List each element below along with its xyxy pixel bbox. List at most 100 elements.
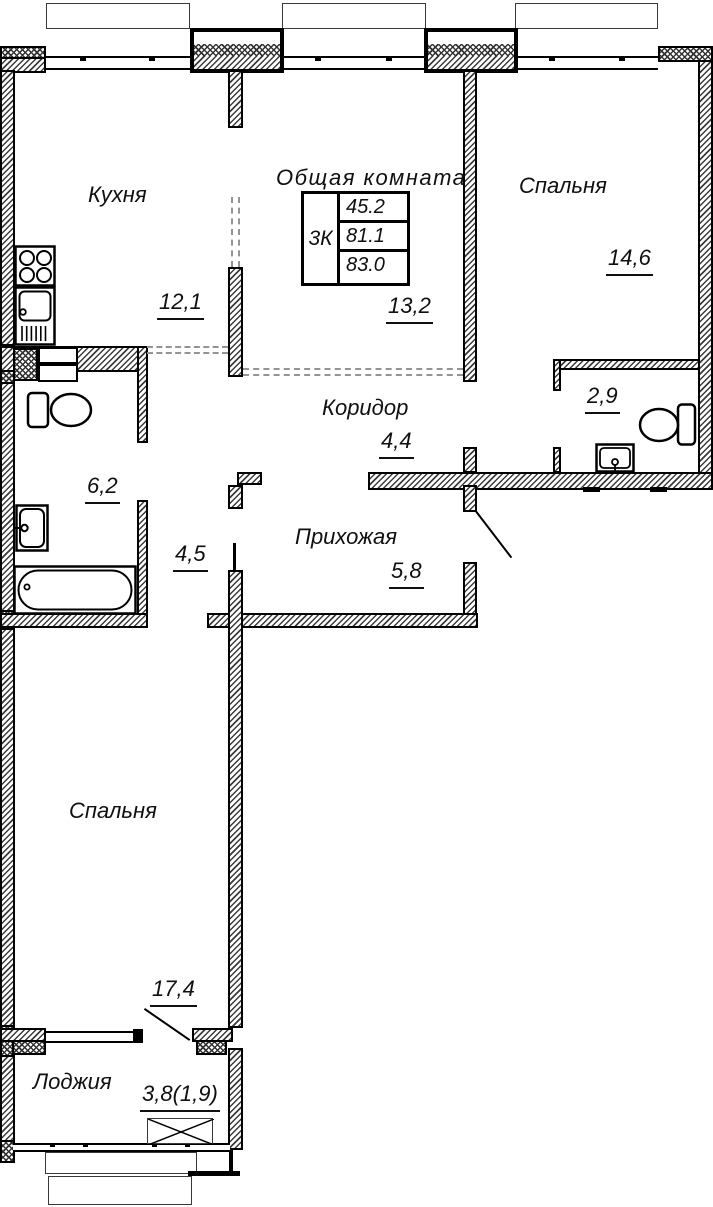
wall-loggia-right <box>228 1048 243 1150</box>
room-area-bedroom-top: 14,6 <box>606 245 653 276</box>
toilet-icon <box>26 386 96 434</box>
legend-apartment-type: 3К <box>308 226 333 250</box>
room-label-bedroom-top: Спальня <box>519 173 607 198</box>
stove-icon <box>14 245 56 287</box>
loggia-edge-line <box>188 1171 240 1176</box>
room-area-living: 13,2 <box>386 293 433 324</box>
wall-kitchen-divider-top <box>228 70 243 128</box>
open-boundary-kitchen-vertical <box>231 197 233 267</box>
wall-top-left-corner-hatch <box>0 57 46 73</box>
window-mullion <box>386 56 392 61</box>
vent-duct-box <box>38 347 78 364</box>
window-sill-kitchen <box>46 3 190 29</box>
legend-divider <box>337 194 340 283</box>
wall-bathroom-right-lower <box>137 500 148 615</box>
room-label-living: Общая комната <box>276 165 467 190</box>
loggia-edge-line-v <box>229 1150 233 1173</box>
room-area-corridor: 4,4 <box>379 428 414 459</box>
entrance-door-swing <box>475 511 513 559</box>
window-loggia-divider <box>46 1031 134 1043</box>
wall-loggia-divider-right-x <box>196 1040 227 1055</box>
window-living <box>284 56 424 70</box>
loggia-outer-sill <box>45 1152 197 1174</box>
window-loggia-glazing <box>13 1143 230 1152</box>
legend-living-area: 45.2 <box>346 195 385 218</box>
wall-living-bedroom <box>463 70 477 382</box>
window-mullion <box>83 1143 88 1147</box>
wall-stub-bedroom-door <box>463 447 477 473</box>
wall-wc-top <box>553 359 700 370</box>
balcony-door-frame <box>133 1029 143 1043</box>
window-mullion <box>185 1143 190 1147</box>
wall-entry-stub-top <box>463 485 477 512</box>
hall-door-leaf <box>233 543 236 571</box>
legend-table: 3К 45.2 81.1 83.0 <box>301 191 410 286</box>
bathroom-sink-icon <box>15 504 49 552</box>
window-sill-bedroom <box>515 3 658 29</box>
open-boundary-living <box>243 374 463 376</box>
wall-bathroom-right-upper <box>137 346 148 443</box>
loggia-outer-box <box>48 1176 192 1205</box>
window-kitchen <box>46 56 190 70</box>
room-label-loggia: Лоджия <box>33 1069 112 1094</box>
room-label-corridor: Коридор <box>322 395 409 420</box>
legend-total-area: 83.0 <box>346 253 385 276</box>
wall-corridor-stub-v <box>228 485 243 509</box>
wall-pier-1 <box>190 28 284 73</box>
wall-wc-left-upper <box>553 359 561 391</box>
window-mullion <box>149 56 155 61</box>
window-mullion <box>619 56 625 61</box>
wall-entry-stub-bottom <box>463 562 477 615</box>
legend-divider <box>340 220 407 223</box>
bathtub-icon <box>13 565 137 615</box>
window-mullion <box>80 56 86 61</box>
balcony-door-swing <box>143 1008 191 1041</box>
wall-top-right-corner <box>658 46 713 62</box>
wall-loggia-divider-left-x <box>12 1040 46 1055</box>
room-area-bedroom-bottom: 17,4 <box>150 976 197 1007</box>
wall-right-exterior <box>698 60 713 490</box>
room-area-hall: 4,5 <box>173 541 208 572</box>
room-area-loggia: 3,8(1,9) <box>140 1081 220 1112</box>
open-boundary-kitchen-vertical <box>238 197 240 267</box>
window-mullion <box>315 56 321 61</box>
pier-crosshatch <box>428 44 514 56</box>
window-mullion <box>152 1143 157 1147</box>
wall-bedroom2-right <box>228 570 243 1028</box>
room-area-bathroom: 6,2 <box>85 473 120 504</box>
room-area-wc: 2,9 <box>585 383 620 414</box>
wc-sink-icon <box>595 443 635 473</box>
room-label-bedroom-bottom: Спальня <box>69 798 157 823</box>
hatch-x-icon <box>148 1119 214 1145</box>
wall-pier-2 <box>424 28 518 73</box>
wall-bathroom-south <box>0 613 148 628</box>
threshold-mark <box>650 487 667 492</box>
pier-crosshatch <box>194 44 280 56</box>
vent-duct-box <box>38 364 78 382</box>
window-sill-living <box>282 3 426 29</box>
wall-entry-south <box>207 613 478 628</box>
legend-floor-area: 81.1 <box>346 224 385 247</box>
loggia-hatch-box <box>147 1118 214 1145</box>
pier-hatch <box>428 56 514 69</box>
room-area-entry: 5,8 <box>389 558 424 589</box>
wall-corridor-south <box>368 472 713 490</box>
open-boundary-living <box>243 368 463 370</box>
wall-wc-left-lower <box>553 447 561 473</box>
wc-toilet-icon <box>638 402 698 448</box>
window-mullion <box>549 56 555 61</box>
room-area-kitchen: 12,1 <box>157 289 204 320</box>
open-boundary-kitchen <box>147 346 228 348</box>
pier-hatch <box>194 56 280 69</box>
room-label-kitchen: Кухня <box>88 182 147 207</box>
window-mullion <box>50 1143 55 1147</box>
legend-divider <box>340 249 407 252</box>
threshold-mark <box>583 487 600 492</box>
wall-vent-block <box>13 348 38 381</box>
window-bedroom <box>518 56 658 70</box>
open-boundary-kitchen <box>147 352 228 354</box>
room-label-entry: Прихожая <box>295 524 398 549</box>
wall-kitchen-divider-bottom <box>228 267 243 377</box>
wall-corridor-stub-h <box>237 472 262 485</box>
